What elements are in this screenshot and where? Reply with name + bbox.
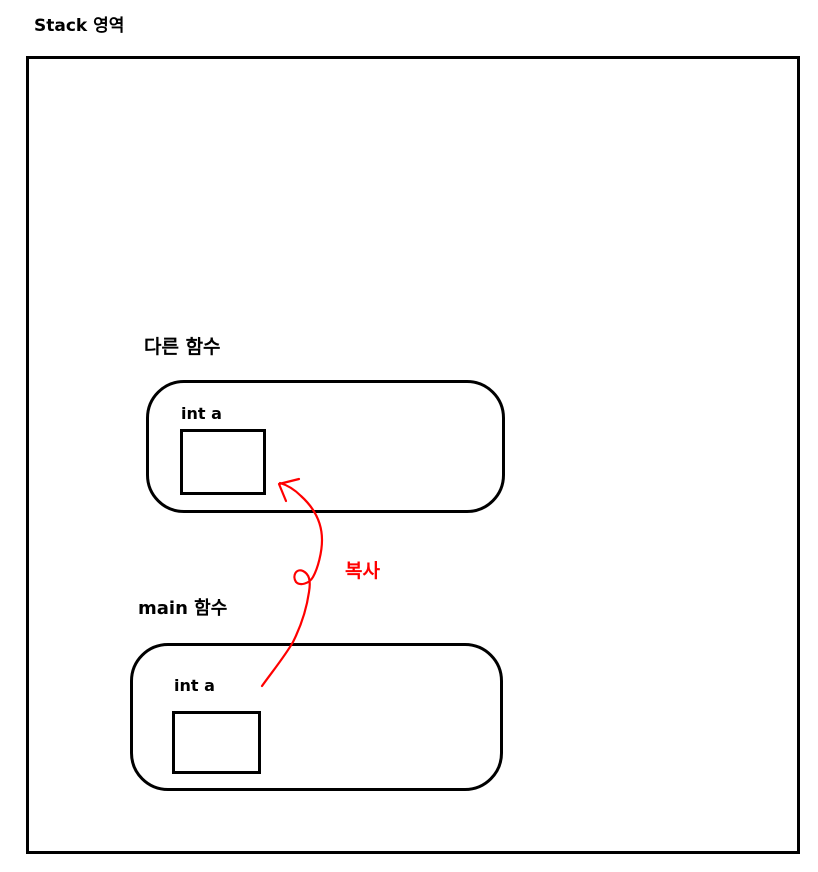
main-function-label: main 함수	[138, 598, 228, 619]
stack-region-title: Stack 영역	[34, 16, 125, 36]
main-function-variable-box	[172, 711, 261, 774]
other-function-variable-label: int a	[181, 404, 222, 423]
other-function-label: 다른 함수	[144, 336, 221, 358]
other-function-variable-box	[180, 429, 266, 495]
stack-region-frame	[26, 56, 800, 854]
main-function-variable-label: int a	[174, 676, 215, 695]
copy-label: 복사	[345, 560, 380, 582]
other-function-frame	[146, 380, 505, 513]
